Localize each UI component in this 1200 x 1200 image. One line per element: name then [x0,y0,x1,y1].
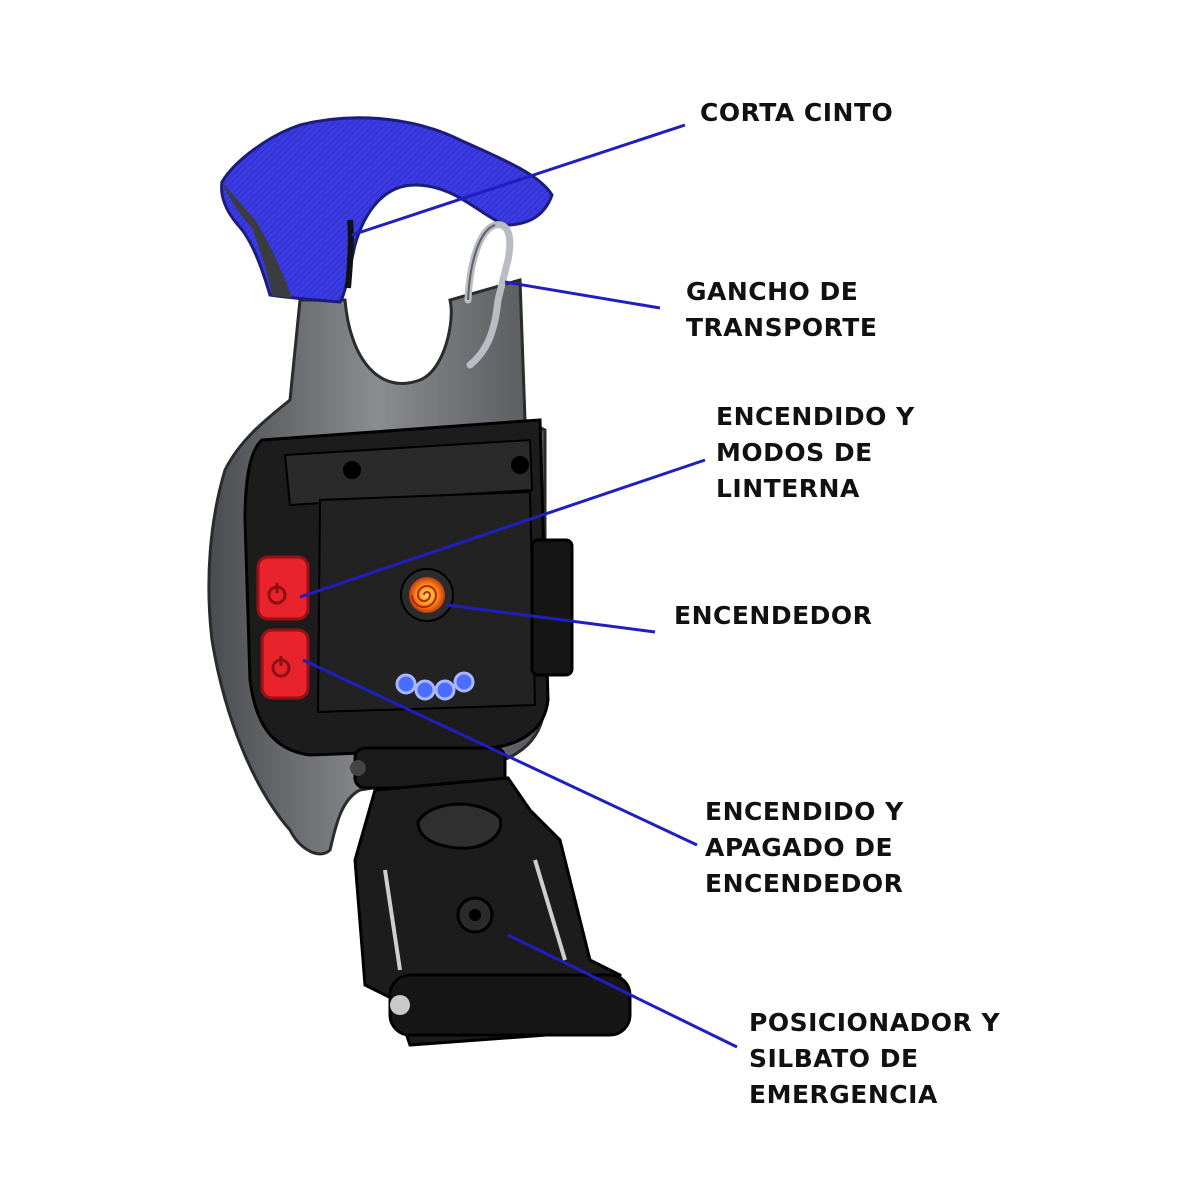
stand-rail [383,869,402,971]
label-line: TRANSPORTE [686,313,878,342]
leader-encendido-modos [299,458,706,599]
label-line: SILBATO DE [749,1044,919,1073]
label-corta-cinto: CORTA CINTO [700,95,893,131]
leader-corta-cinto [351,123,686,237]
leader-gancho [504,280,661,310]
housing-top-plate [283,438,534,507]
label-gancho-de-transporte: GANCHO DE TRANSPORTE [686,274,877,346]
label-encendido-apagado: ENCENDIDO Y APAGADO DE ENCENDEDOR [705,794,904,902]
leader-encendedor [446,603,656,634]
blade-edge [222,182,292,298]
stand-roller [388,973,632,1037]
cutter-slot [345,219,354,289]
leader-lines [299,123,738,1049]
screw-icon [511,456,529,474]
led-icon [434,679,456,701]
label-line: ENCENDIDO Y [716,402,915,431]
side-clip [530,538,574,677]
label-line: ENCENDEDOR [705,869,904,898]
led-strip [395,671,475,701]
roller-end [390,995,410,1015]
screw-icon [343,461,361,479]
label-encendedor: ENCENDEDOR [674,598,872,634]
blade-icon [220,116,554,304]
label-line: MODOS DE [716,438,873,467]
leader-encendido-apagado [302,658,698,847]
label-line: LINTERNA [716,474,860,503]
label-encendido-modos: ENCENDIDO Y MODOS DE LINTERNA [716,399,915,507]
label-line: POSICIONADOR Y [749,1008,1001,1037]
power-button-icon [260,628,310,700]
coil-lighter-icon [409,577,445,613]
led-icon [453,671,475,693]
led-icon [414,679,436,701]
label-line: APAGADO DE [705,833,894,862]
label-line: ENCENDIDO Y [705,797,904,826]
label-posicionador-silbato: POSICIONADOR Y SILBATO DE EMERGENCIA [749,1005,1000,1113]
label-line: GANCHO DE [686,277,859,306]
label-line: CORTA CINTO [700,98,894,127]
stand-opening [416,802,503,850]
label-line: EMERGENCIA [749,1080,938,1109]
stand-rail [533,859,567,961]
led-icon [395,673,417,695]
hinge-pin [350,760,366,776]
label-line: ENCENDEDOR [674,601,873,630]
leader-posicionador [507,933,738,1049]
